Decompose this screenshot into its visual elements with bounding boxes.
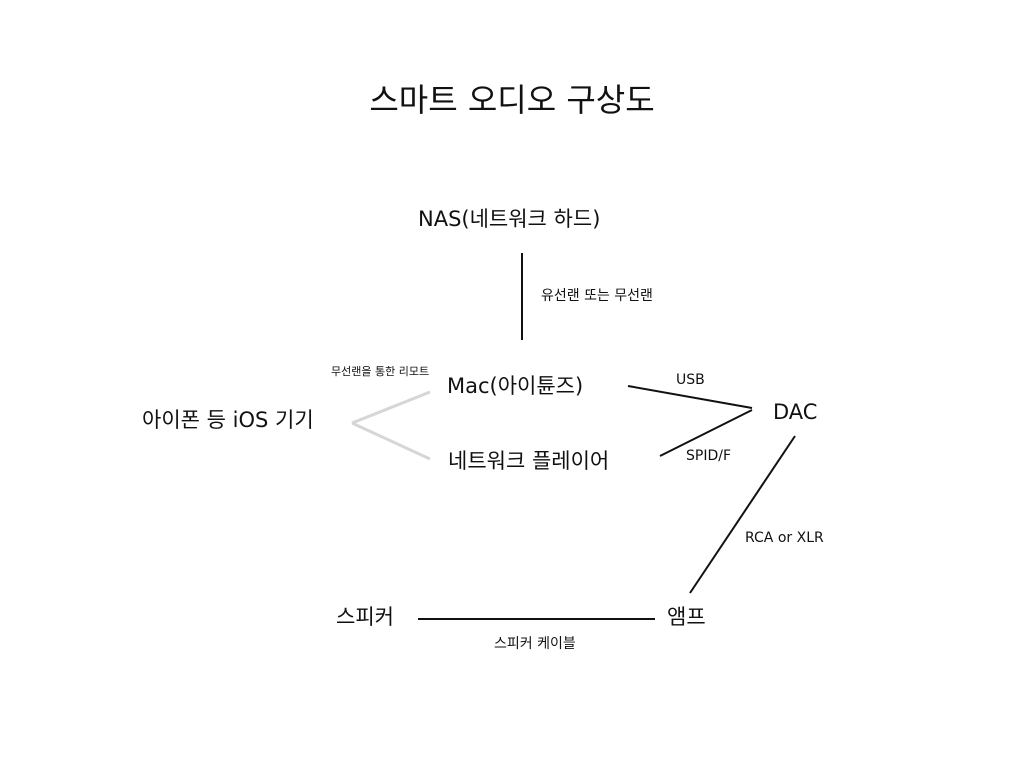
node-nas: NAS(네트워크 하드) (418, 207, 601, 231)
node-amp: 앰프 (667, 605, 706, 629)
edge-mac-dac (627, 385, 753, 409)
edge-ios-mac (351, 390, 431, 425)
label-mac-dac: USB (676, 372, 705, 388)
label-ios-remote: 무선랜을 통한 리모트 (331, 365, 430, 378)
label-nas-mac: 유선랜 또는 무선랜 (541, 288, 653, 304)
label-dac-amp: RCA or XLR (745, 530, 824, 546)
label-player-dac: SPID/F (686, 448, 732, 464)
edge-dac-amp (689, 435, 796, 594)
node-speaker: 스피커 (336, 605, 394, 629)
node-network-player: 네트워크 플레이어 (448, 449, 610, 473)
node-dac: DAC (773, 400, 818, 424)
edge-ios-player (351, 421, 431, 461)
node-ios-device: 아이폰 등 iOS 기기 (142, 408, 314, 432)
label-amp-speaker: 스피커 케이블 (494, 636, 576, 652)
edge-player-dac (659, 409, 753, 457)
diagram-title: 스마트 오디오 구상도 (369, 81, 655, 119)
node-mac: Mac(아이튠즈) (447, 374, 584, 398)
